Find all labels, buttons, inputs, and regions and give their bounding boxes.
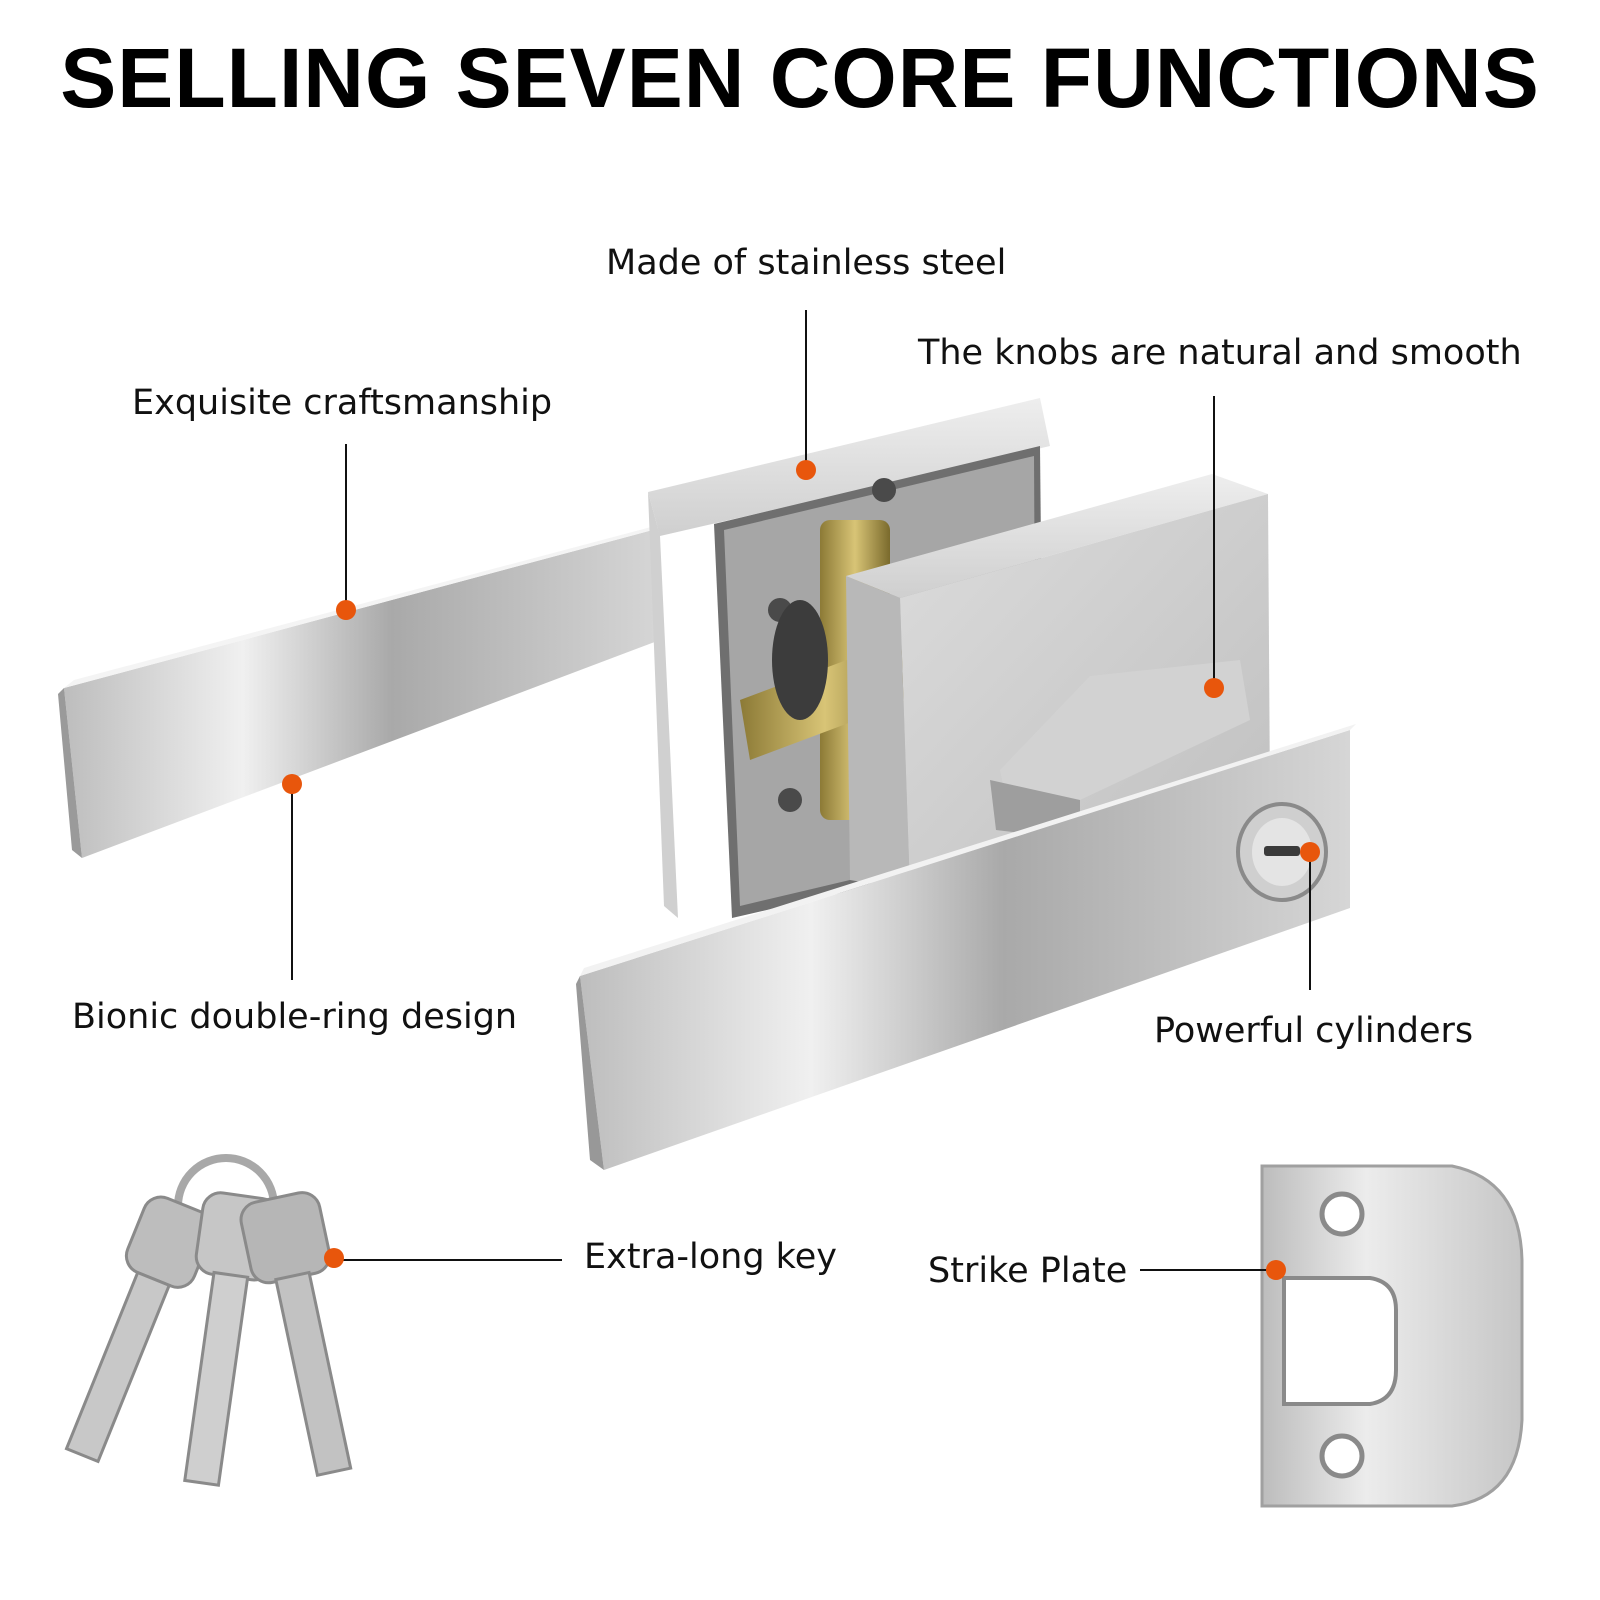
callout-markers <box>282 460 1320 1280</box>
marker-stainless <box>796 460 816 480</box>
callout-bionic-design: Bionic double-ring design <box>72 997 518 1037</box>
marker-strike <box>1266 1260 1286 1280</box>
marker-bionic <box>282 774 302 794</box>
front-lever-handle <box>576 724 1356 1170</box>
marker-key <box>324 1248 344 1268</box>
marker-craftsmanship <box>336 600 356 620</box>
keys <box>64 1154 353 1487</box>
leader-lines <box>291 310 1311 1271</box>
callout-knobs-smooth: The knobs are natural and smooth <box>918 333 1522 373</box>
callout-extra-long-key: Extra-long key <box>584 1237 837 1277</box>
marker-cylinders <box>1300 842 1320 862</box>
strike-plate <box>1260 1164 1524 1508</box>
callout-stainless-steel: Made of stainless steel <box>606 243 1007 283</box>
key-cylinder <box>1236 802 1328 902</box>
back-lever-handle <box>58 522 670 858</box>
page-title: SELLING SEVEN CORE FUNCTIONS <box>60 31 1540 125</box>
callout-strike-plate: Strike Plate <box>928 1251 1128 1291</box>
marker-knobs <box>1204 678 1224 698</box>
callout-craftsmanship: Exquisite craftsmanship <box>132 383 553 423</box>
callout-powerful-cylinders: Powerful cylinders <box>1154 1011 1474 1051</box>
